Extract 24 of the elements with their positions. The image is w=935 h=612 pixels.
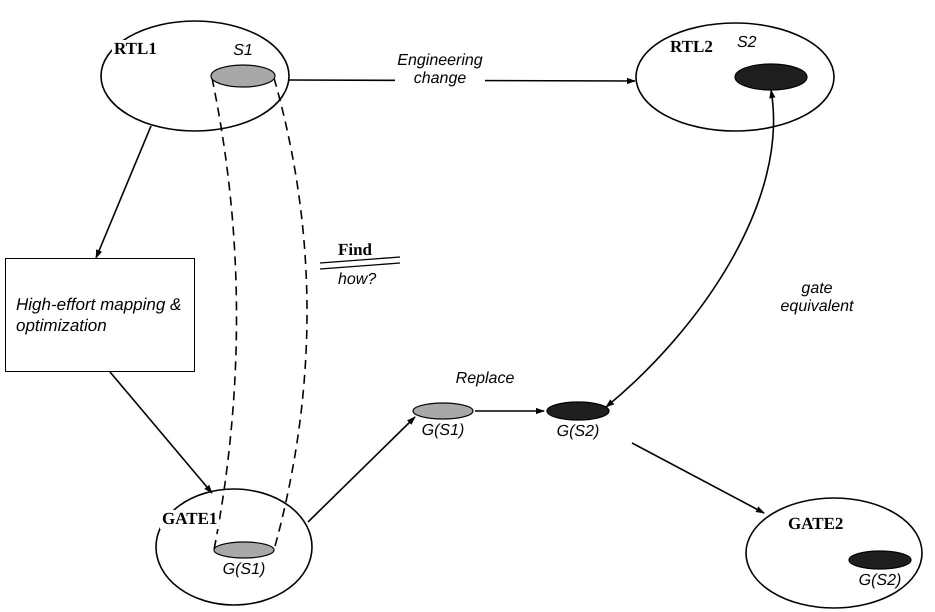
gate-region [745, 497, 925, 609]
arrow [632, 442, 765, 514]
process-box [5, 258, 195, 372]
subcircuit-label: G(S2) [556, 423, 600, 441]
rtl-region [100, 20, 290, 132]
subcircuit-label: G(S2) [858, 572, 902, 590]
region-label: GATE1 [160, 510, 220, 529]
arrow [475, 408, 545, 414]
arrow [307, 416, 416, 523]
subcircuit-label: S1 [232, 42, 254, 60]
gate-region [155, 488, 313, 606]
subcircuit-label: G(S1) [420, 422, 466, 440]
subcircuit-label: G(S1) [222, 561, 266, 579]
arrow [605, 89, 775, 408]
arrow [95, 126, 152, 259]
subcircuit-ellipse [208, 42, 278, 88]
arrow [109, 371, 213, 494]
edge-label: Engineering change [395, 52, 485, 88]
rtl-region [635, 22, 835, 132]
subcircuit-label: S2 [737, 34, 757, 52]
note-label: Find [338, 240, 372, 260]
dashed-line [211, 78, 238, 550]
note-label: how? [338, 271, 376, 289]
process-label: High-effort mapping & optimization [16, 294, 182, 336]
